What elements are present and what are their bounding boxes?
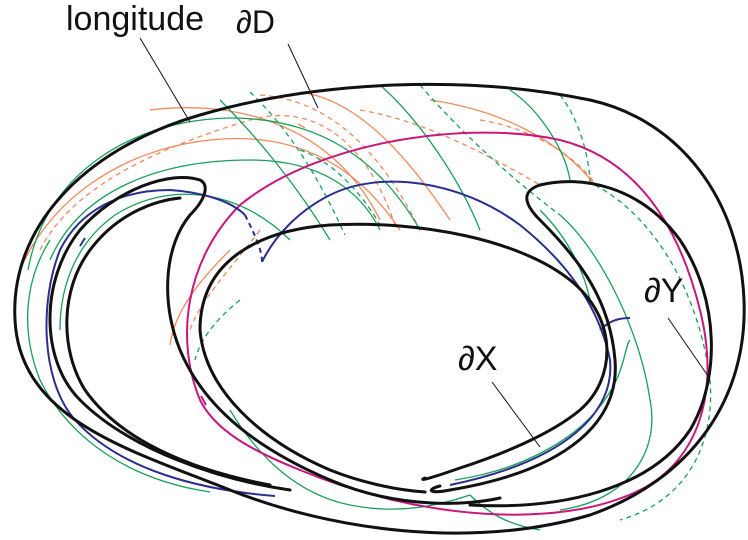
orange-curve [39, 114, 396, 251]
orange-curve [299, 91, 451, 221]
orange-curve [149, 107, 381, 221]
outer-boundary [13, 82, 746, 535]
boundary-x-label: ∂X [458, 340, 498, 378]
dX-leader [491, 381, 541, 448]
orange-curve [189, 229, 261, 331]
orange-curve [19, 137, 401, 271]
blue-curve [45, 180, 631, 497]
orange-curves [19, 91, 601, 346]
surface-outlines [13, 82, 746, 535]
green-curve [509, 89, 571, 181]
green-curve [59, 193, 291, 331]
orange-curve [259, 94, 421, 231]
green-curve [27, 117, 421, 271]
dD-leader [287, 43, 319, 109]
boundary-d-label: ∂D [236, 4, 275, 40]
longitude-leader [139, 37, 191, 123]
green-curve [27, 239, 51, 381]
green-curve [49, 159, 381, 261]
right-lobe-outer [468, 180, 713, 508]
green-curve [559, 94, 591, 186]
left-lobe [48, 175, 502, 505]
green-curve [299, 149, 381, 226]
boundary-y-label: ∂Y [644, 272, 684, 310]
green-curve [419, 84, 561, 216]
right-lobe [429, 183, 617, 494]
green-curve [559, 214, 653, 511]
blue-arrow [79, 237, 86, 247]
green-curve [219, 99, 331, 241]
green-curve [594, 184, 712, 521]
orange-curve [429, 99, 596, 186]
inner-hole-lower [198, 328, 427, 494]
orange-curve [479, 119, 601, 191]
inner-hole-boundary [198, 222, 609, 481]
orange-curve [359, 109, 541, 186]
longitude-label: longitude [66, 0, 205, 38]
left-lobe-inner [65, 196, 272, 487]
orange-arrow [297, 123, 306, 129]
dY-leader [667, 317, 709, 377]
green-curve [379, 84, 481, 231]
green-curve [539, 209, 591, 301]
green-curve [249, 91, 346, 236]
magenta-arrow [200, 395, 207, 406]
leader-lines [139, 37, 709, 448]
